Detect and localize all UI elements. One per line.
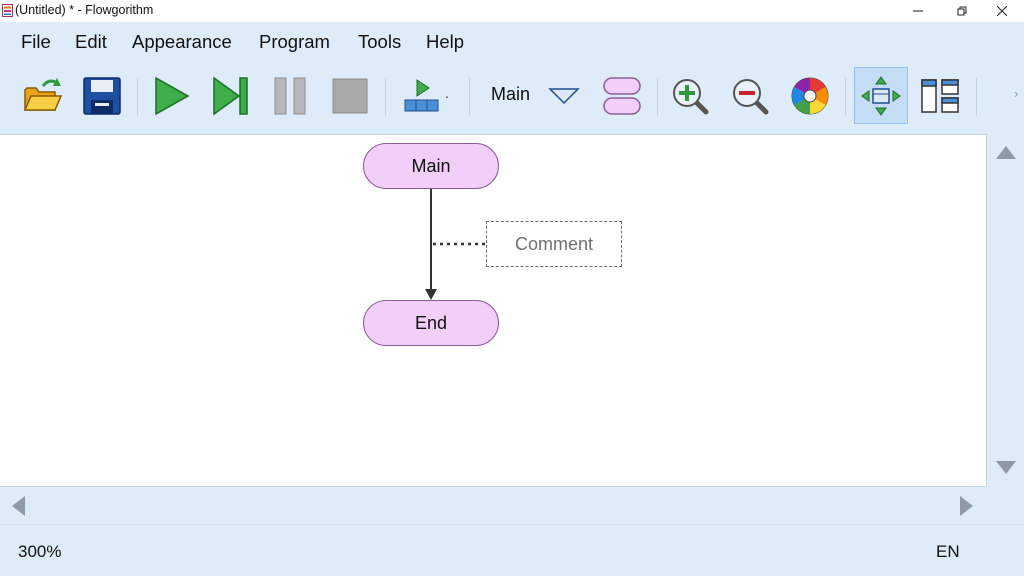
menu-file[interactable]: File <box>21 31 51 52</box>
floppy-disk-icon <box>83 77 121 115</box>
run-button[interactable] <box>146 70 194 122</box>
pause-button[interactable] <box>266 70 314 122</box>
restore-icon <box>957 6 967 16</box>
add-function-button[interactable] <box>598 70 646 122</box>
language-indicator[interactable]: EN <box>936 542 960 561</box>
layout-arrows-icon <box>861 75 901 116</box>
toolbar-separator <box>976 78 977 116</box>
menu-appearance[interactable]: Appearance <box>132 31 232 52</box>
function-icon <box>603 77 641 115</box>
window-title: (Untitled) * - Flowgorithm <box>15 3 154 17</box>
toolbar-separator <box>469 78 470 116</box>
close-button[interactable] <box>980 0 1024 22</box>
zoom-out-button[interactable] <box>726 70 774 122</box>
horizontal-scrollbar[interactable] <box>0 486 986 524</box>
scrollbar-corner <box>986 486 1024 524</box>
flow-arrowhead <box>425 289 437 300</box>
save-button[interactable] <box>78 70 126 122</box>
panels-button[interactable] <box>916 70 964 122</box>
menu-program[interactable]: Program <box>259 31 330 52</box>
title-bar: (Untitled) * - Flowgorithm <box>0 0 1024 22</box>
minimize-button[interactable] <box>896 0 940 22</box>
start-node-main[interactable]: Main <box>363 143 499 189</box>
menu-tools[interactable]: Tools <box>358 31 402 52</box>
flowchart-canvas[interactable]: Main Comment End <box>0 134 986 486</box>
stop-button[interactable] <box>326 70 374 122</box>
toolbar-separator <box>137 78 138 116</box>
pause-icon <box>274 77 306 115</box>
zoom-in-button[interactable] <box>666 70 714 122</box>
toolbar-separator <box>657 78 658 116</box>
menu-bar: File Edit Appearance Program Tools Help <box>0 22 1024 60</box>
menu-edit[interactable]: Edit <box>75 31 107 52</box>
zoom-out-icon <box>733 79 769 115</box>
close-icon <box>997 6 1007 16</box>
function-dropdown[interactable] <box>543 70 585 122</box>
flowchart-connectors <box>425 189 486 300</box>
step-icon <box>213 76 248 116</box>
toolbar: · Main <box>0 60 1024 134</box>
dropdown-triangle-icon <box>548 88 580 105</box>
vertical-scrollbar[interactable] <box>986 134 1024 486</box>
execution-speed-button[interactable]: · <box>396 70 456 122</box>
restore-button[interactable] <box>940 0 984 22</box>
open-folder-icon <box>23 78 63 111</box>
minimize-icon <box>913 10 923 12</box>
status-bar: 300% EN <box>0 524 1024 576</box>
flowgorithm-app-icon <box>2 4 13 17</box>
scroll-right-icon[interactable] <box>959 495 973 517</box>
speed-dropdown-marker: · <box>444 88 450 104</box>
open-button[interactable] <box>18 70 66 122</box>
current-function-label: Main <box>491 84 531 104</box>
zoom-level: 300% <box>18 542 62 561</box>
zoom-in-icon <box>673 79 709 115</box>
end-node[interactable]: End <box>363 300 499 346</box>
panels-icon <box>921 79 959 113</box>
speed-icon <box>404 79 439 112</box>
fit-layout-button[interactable] <box>854 67 908 124</box>
toolbar-separator <box>845 78 846 116</box>
play-icon <box>155 76 190 116</box>
color-wheel-icon <box>791 77 829 115</box>
toolbar-overflow-chevron[interactable]: › <box>1014 86 1019 101</box>
scroll-up-icon[interactable] <box>995 146 1017 160</box>
toolbar-separator <box>385 78 386 116</box>
step-button[interactable] <box>206 70 254 122</box>
appearance-button[interactable] <box>786 70 834 122</box>
comment-node[interactable]: Comment <box>486 221 622 267</box>
scroll-down-icon[interactable] <box>995 460 1017 474</box>
scroll-left-icon[interactable] <box>12 495 26 517</box>
menu-help[interactable]: Help <box>426 31 465 52</box>
stop-icon <box>332 78 368 114</box>
